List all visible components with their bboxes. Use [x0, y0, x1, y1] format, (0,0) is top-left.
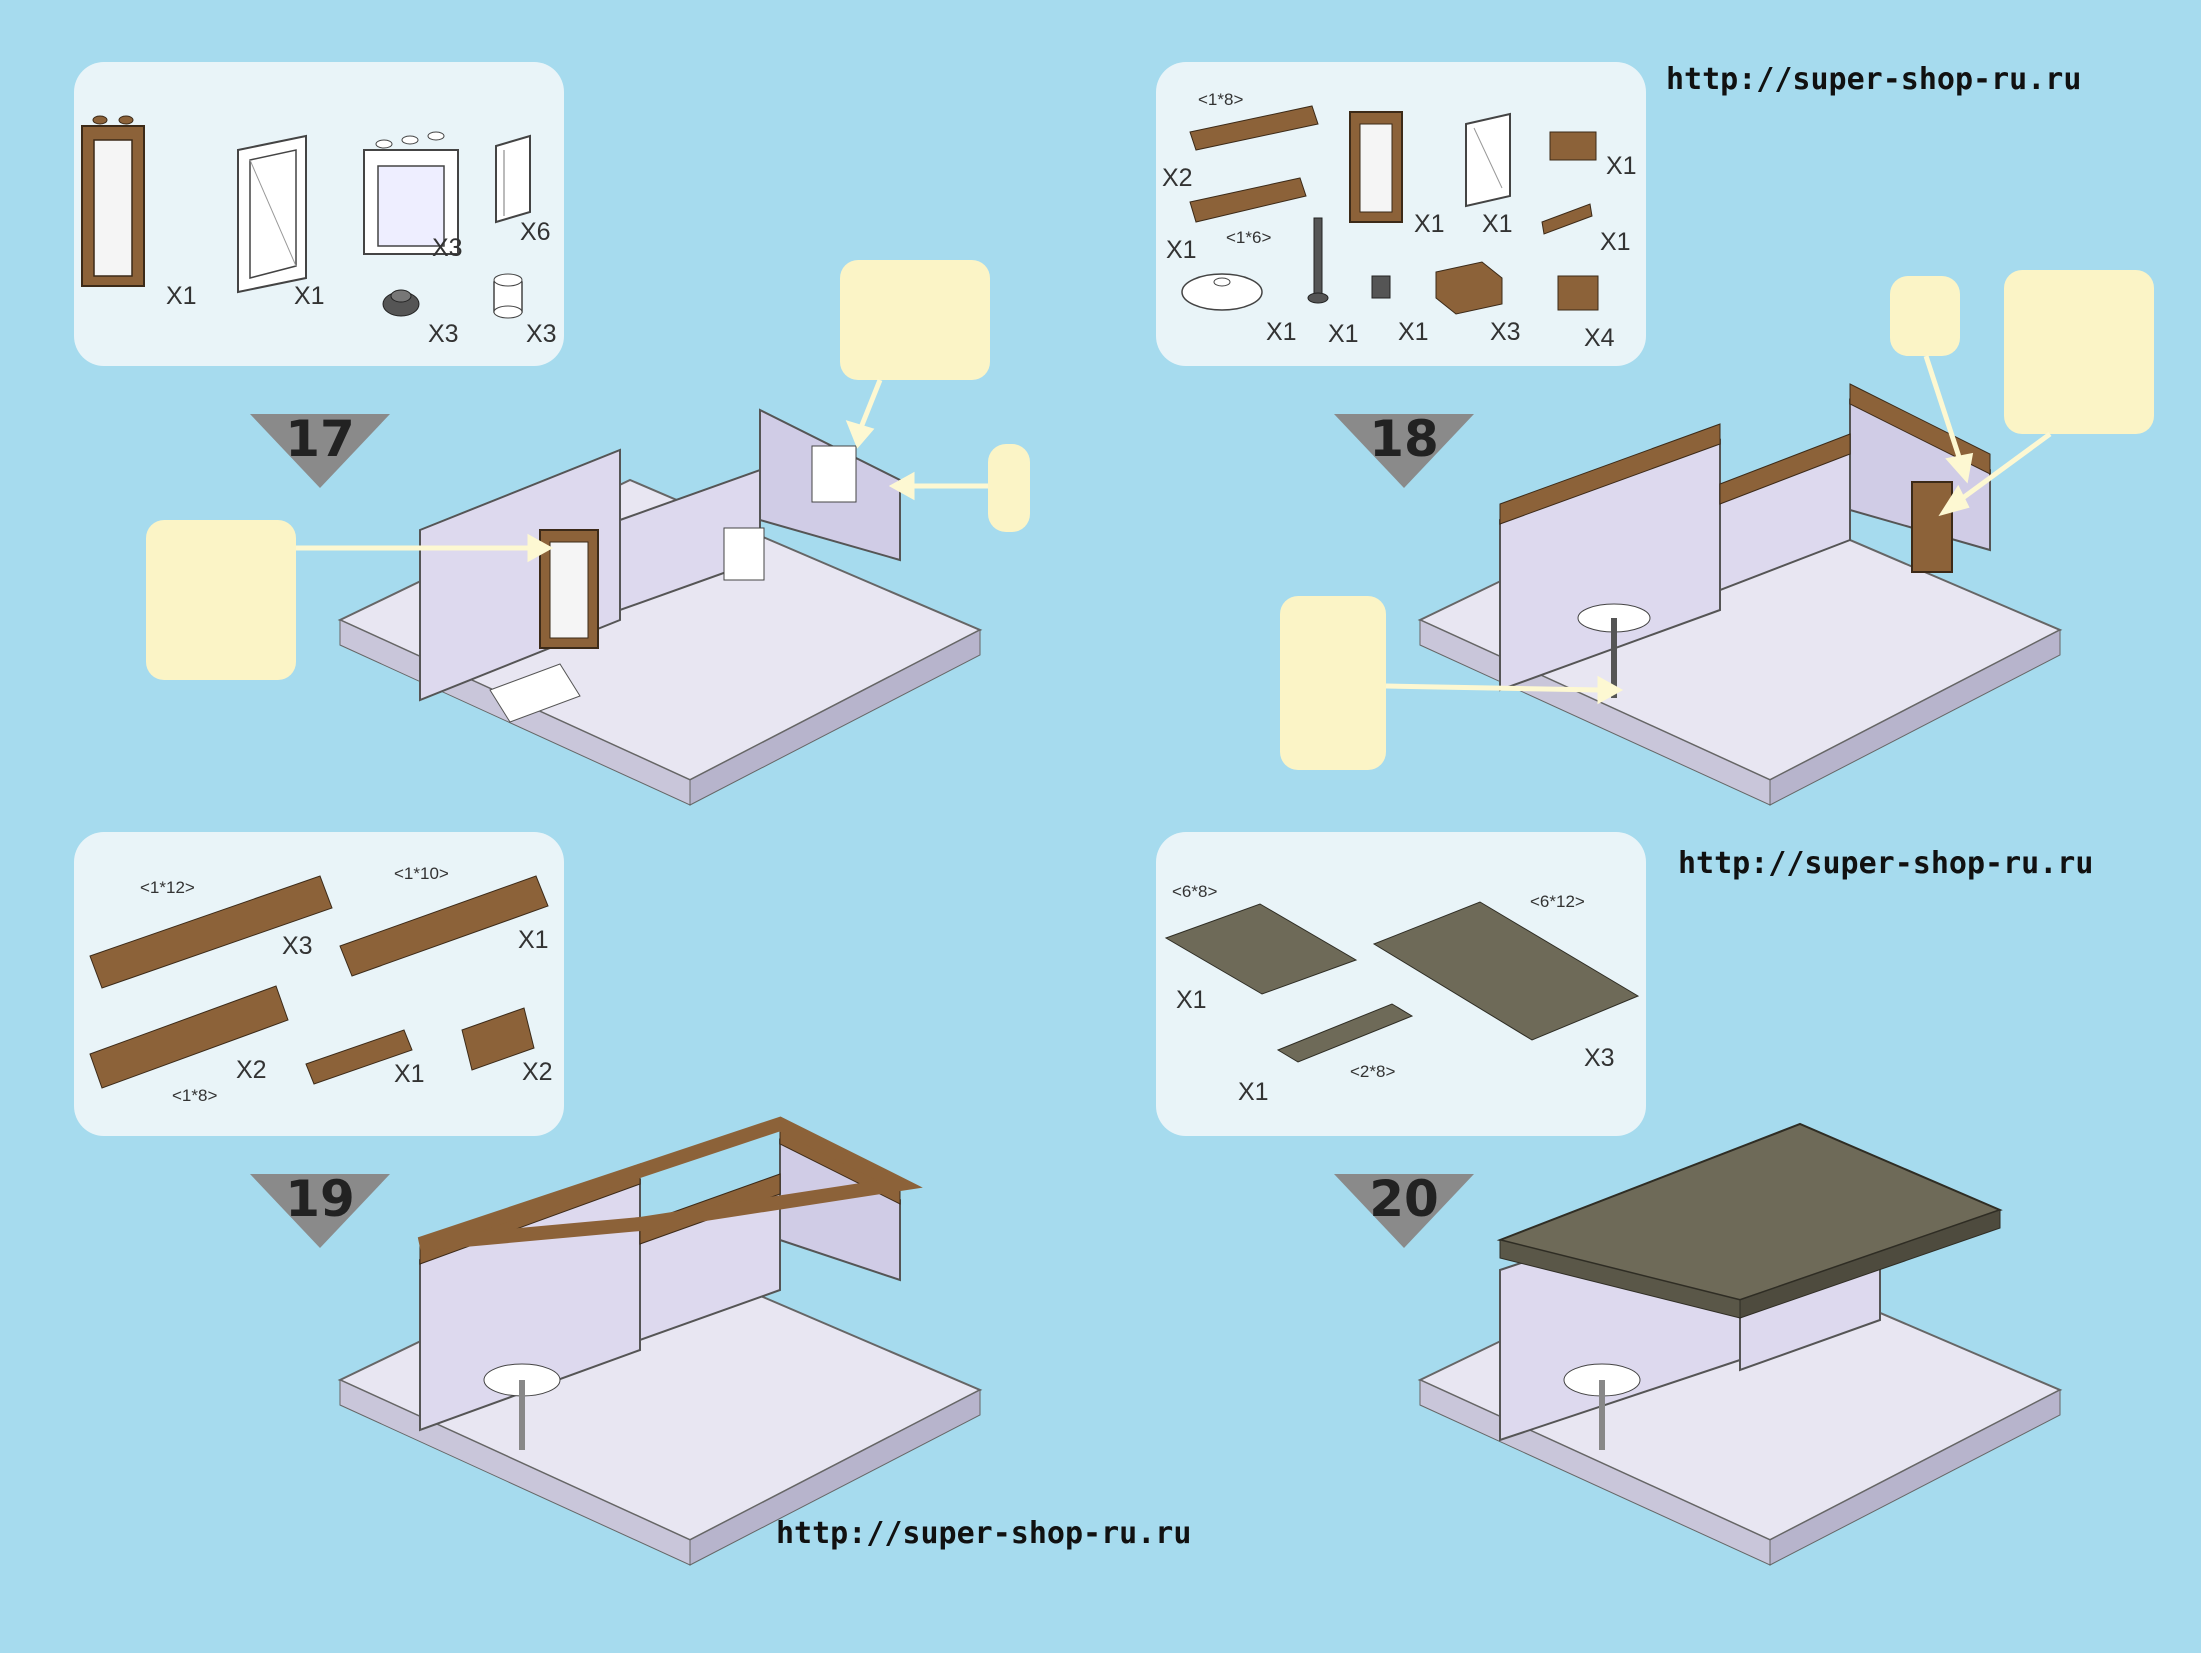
- part-brick-1x2-brown-icon-19: [461, 1007, 535, 1071]
- callout-frame-door-17: [840, 260, 990, 380]
- callout-window-door-17: [146, 520, 296, 680]
- model-step-17: [337, 408, 983, 806]
- watermark-url-top-right: http://super-shop-ru.ru: [1666, 62, 2082, 97]
- part-brick-1x8-brown-icon: [1189, 105, 1319, 223]
- qty-label: X1: [1414, 210, 1445, 238]
- part-plate-6x8-dark-icon: [1164, 903, 1358, 995]
- callout-brick-18: [1890, 276, 1960, 356]
- dim-label: <1*6>: [1226, 228, 1272, 247]
- qty-label: X3: [428, 320, 459, 348]
- qty-label: X1: [166, 282, 197, 310]
- qty-label: X1: [1328, 320, 1359, 348]
- dim-label: <1*10>: [394, 864, 449, 883]
- step-18-number: 18: [1369, 410, 1439, 468]
- part-plate-2x8-dark-icon: [1276, 1003, 1414, 1063]
- callout-window-door-18: [2004, 270, 2154, 434]
- dim-label: <1*8>: [1198, 90, 1244, 109]
- qty-label: X2: [1162, 164, 1193, 192]
- callout-umbrella-18: [1280, 596, 1386, 770]
- part-brick-1x2-brown-icon-18b: [1557, 275, 1599, 311]
- step-17-number: 17: [285, 410, 355, 468]
- pointer-arrows: [296, 355, 2052, 705]
- part-brick-1x8-brown-icon-19: [89, 985, 289, 1089]
- watermark-url-middle-right: http://super-shop-ru.ru: [1678, 846, 2094, 881]
- qty-label: X4: [1584, 324, 1615, 352]
- qty-label: X1: [1238, 1078, 1269, 1106]
- qty-label: X3: [432, 234, 463, 262]
- qty-label: X1: [394, 1060, 425, 1088]
- part-brick-1x12-brown-icon: [89, 875, 333, 989]
- part-plate-1x2-brown-icon: [1541, 203, 1593, 235]
- part-door-white-icon-18: [1465, 112, 1511, 208]
- qty-label: X2: [522, 1058, 553, 1086]
- callout-studs-17: [988, 444, 1030, 532]
- qty-label: X1: [1482, 210, 1513, 238]
- part-window-frame-white-icon: [363, 131, 459, 255]
- part-pole-dark-icon: [1307, 217, 1329, 304]
- part-round-stud-dark-icon: [382, 289, 420, 317]
- qty-label: X1: [1166, 236, 1197, 264]
- model-step-19: [337, 1116, 983, 1566]
- step-17-arrow: 17: [250, 404, 390, 494]
- parts-panel-step-17: [74, 62, 564, 366]
- part-window-frame-brown-icon-18: [1349, 111, 1403, 223]
- qty-label: X1: [1176, 986, 1207, 1014]
- qty-label: X6: [520, 218, 551, 246]
- model-step-18: [1417, 383, 2063, 806]
- qty-label: X1: [294, 282, 325, 310]
- part-door-white-icon: [237, 134, 307, 294]
- part-plate-6x12-dark-icon: [1372, 901, 1640, 1041]
- qty-label: X1: [1600, 228, 1631, 256]
- part-round-dish-white-icon: [1181, 273, 1263, 311]
- step-20-arrow: 20: [1334, 1164, 1474, 1254]
- model-step-20: [1417, 1122, 2063, 1566]
- qty-label: X1: [1398, 318, 1429, 346]
- dim-label: <1*8>: [172, 1086, 218, 1105]
- part-brick-1x2-brown-icon-18a: [1549, 131, 1597, 161]
- part-brick-1x4-brown-icon: [305, 1029, 413, 1085]
- part-brick-1x10-brown-icon: [339, 875, 549, 977]
- qty-label: X1: [1606, 152, 1637, 180]
- dim-label: <1*12>: [140, 878, 195, 897]
- dim-label: <6*8>: [1172, 882, 1218, 901]
- qty-label: X3: [282, 932, 313, 960]
- step-19-arrow: 19: [250, 1164, 390, 1254]
- step-20-number: 20: [1369, 1170, 1439, 1228]
- step-19-number: 19: [285, 1170, 355, 1228]
- step-18-arrow: 18: [1334, 404, 1474, 494]
- part-window-frame-brown-icon: [81, 115, 145, 287]
- part-brick-2x2-brown-icon: [1435, 261, 1503, 315]
- part-round-stud-white-icon: [493, 273, 523, 319]
- qty-label: X3: [1490, 318, 1521, 346]
- dim-label: <6*12>: [1530, 892, 1585, 911]
- qty-label: X3: [526, 320, 557, 348]
- part-shutter-white-icon: [495, 134, 531, 224]
- qty-label: X1: [1266, 318, 1297, 346]
- dim-label: <2*8>: [1350, 1062, 1396, 1081]
- qty-label: X3: [1584, 1044, 1615, 1072]
- qty-label: X2: [236, 1056, 267, 1084]
- qty-label: X1: [518, 926, 549, 954]
- part-round-stud-dark-icon-18: [1371, 275, 1391, 299]
- watermark-url-bottom: http://super-shop-ru.ru: [776, 1516, 1192, 1551]
